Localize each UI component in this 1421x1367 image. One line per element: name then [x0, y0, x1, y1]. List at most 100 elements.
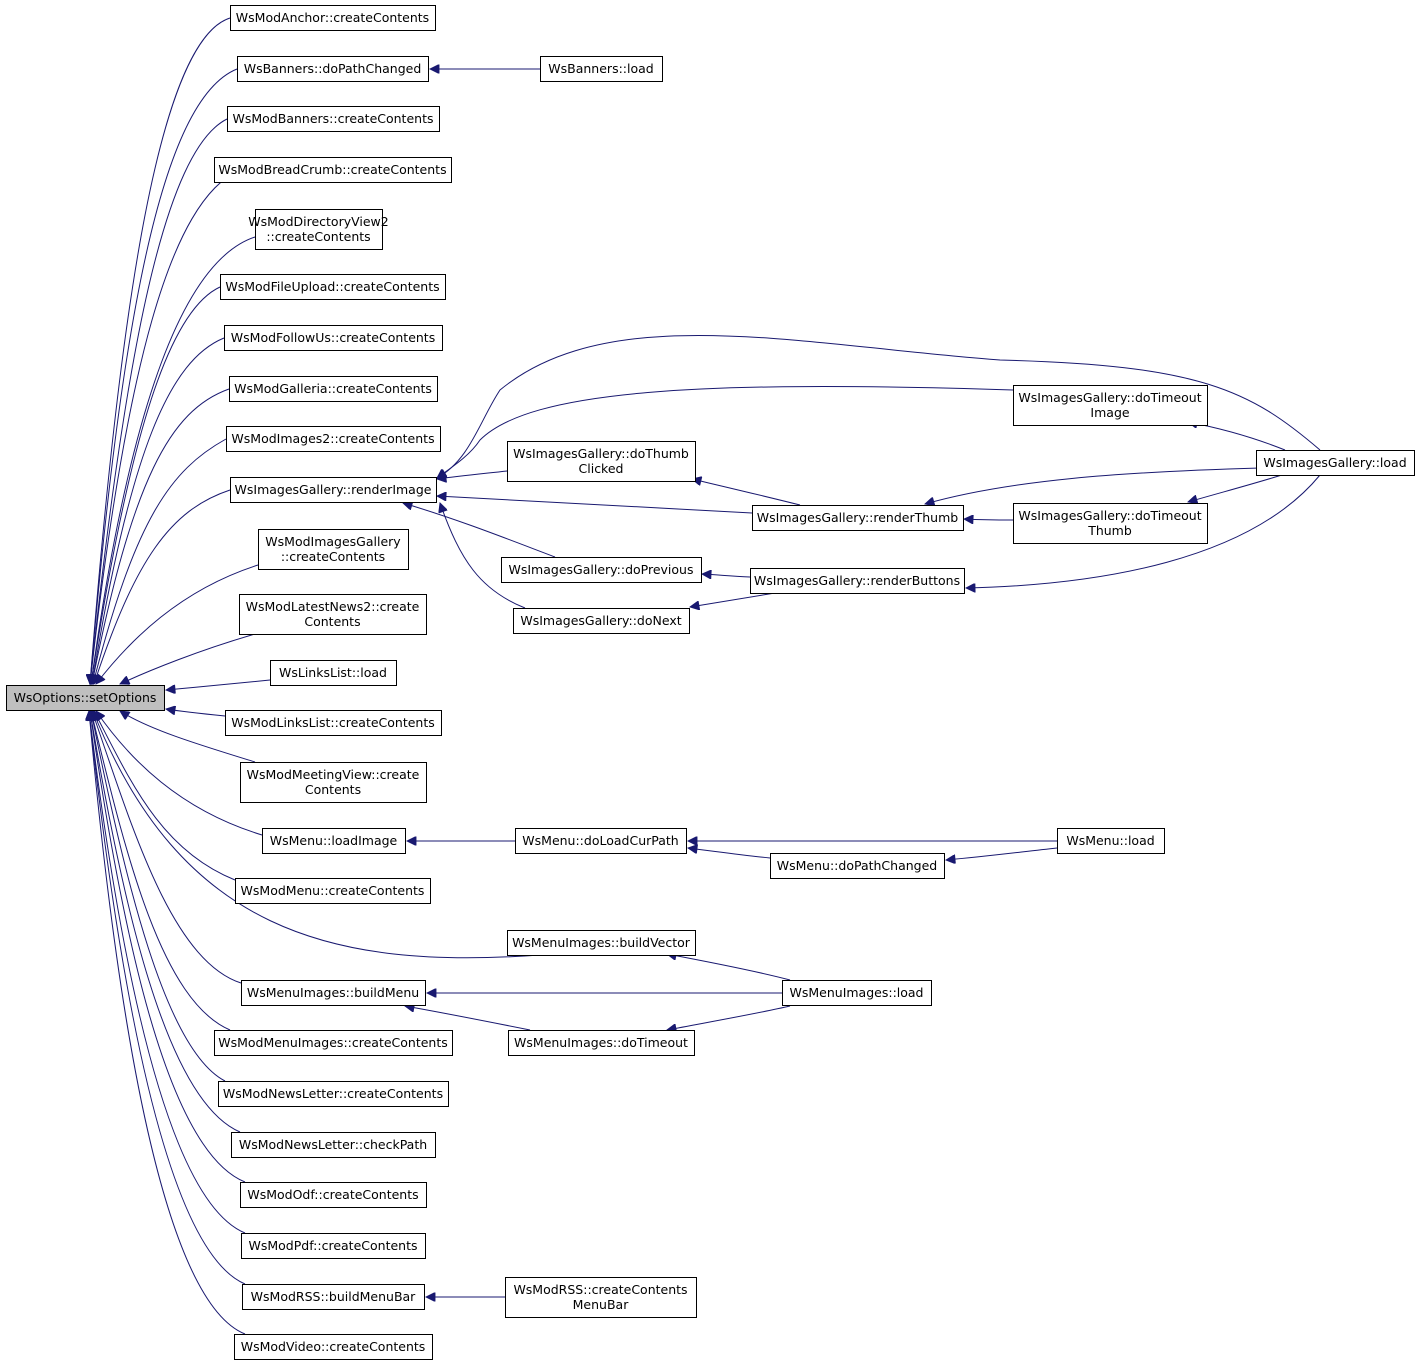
graph-node[interactable]: WsMenu::load	[1057, 828, 1165, 854]
graph-node[interactable]: WsImagesGallery::renderImage	[230, 477, 437, 503]
graph-node[interactable]: WsModLatestNews2::createContents	[239, 594, 427, 635]
node-label: WsModOdf::createContents	[247, 1187, 418, 1202]
node-box	[218, 1081, 449, 1107]
graph-node[interactable]: WsModNewsLetter::checkPath	[231, 1132, 436, 1158]
node-box	[1256, 450, 1415, 476]
graph-node[interactable]: WsModFileUpload::createContents	[220, 274, 446, 300]
node-label: WsModAnchor::createContents	[236, 10, 429, 25]
graph-node[interactable]: WsModPdf::createContents	[241, 1233, 426, 1259]
graph-node[interactable]: WsMenuImages::doTimeout	[508, 1030, 695, 1056]
call-edge	[1188, 473, 1286, 502]
node-box	[270, 660, 397, 686]
call-edge	[966, 474, 1321, 588]
node-box	[214, 1030, 453, 1056]
graph-node[interactable]: WsModMeetingView::createContents	[240, 762, 427, 803]
node-box	[230, 477, 437, 503]
graph-node[interactable]: WsImagesGallery::renderThumb	[752, 505, 964, 531]
call-edge	[166, 709, 226, 717]
graph-node[interactable]: WsModDirectoryView2::createContents	[248, 209, 389, 250]
node-box	[513, 608, 690, 634]
call-edge	[92, 337, 225, 684]
call-edge	[440, 503, 526, 609]
call-edge	[690, 592, 776, 607]
node-box	[241, 980, 426, 1006]
graph-node[interactable]: WsMenu::doPathChanged	[770, 853, 945, 879]
graph-node[interactable]: WsMenu::loadImage	[262, 828, 406, 854]
call-edge	[92, 388, 230, 684]
graph-node[interactable]: WsModMenu::createContents	[235, 878, 431, 904]
node-box	[225, 710, 442, 736]
node-box	[255, 209, 383, 250]
graph-node[interactable]: WsMenuImages::load	[782, 980, 932, 1006]
node-label: Contents	[304, 614, 360, 629]
call-edge	[91, 711, 226, 1082]
node-label: Clicked	[579, 461, 624, 476]
call-edge	[405, 1006, 531, 1031]
call-edge	[91, 711, 231, 1031]
graph-node[interactable]: WsModOdf::createContents	[240, 1182, 427, 1208]
graph-node[interactable]: WsImagesGallery::doNext	[513, 608, 690, 634]
node-label: WsImagesGallery::doTimeout	[1018, 508, 1201, 523]
node-label: WsImagesGallery::doPrevious	[509, 562, 694, 577]
graph-node[interactable]: WsMenu::doLoadCurPath	[515, 828, 687, 854]
graph-node[interactable]: WsImagesGallery::load	[1256, 450, 1415, 476]
call-edge	[437, 386, 1014, 478]
graph-node[interactable]: WsModRSS::buildMenuBar	[242, 1284, 425, 1310]
graph-node[interactable]: WsModImages2::createContents	[226, 426, 441, 452]
root-node[interactable]: WsOptions::setOptions	[6, 685, 165, 711]
node-box	[540, 56, 663, 82]
node-box	[6, 685, 165, 711]
node-label: WsModFileUpload::createContents	[225, 279, 439, 294]
node-box	[231, 1132, 436, 1158]
node-label: WsMenuImages::buildVector	[512, 935, 691, 950]
graph-node[interactable]: WsModBanners::createContents	[227, 106, 440, 132]
graph-node[interactable]: WsLinksList::load	[270, 660, 397, 686]
graph-node[interactable]: WsModImagesGallery::createContents	[258, 529, 409, 570]
graph-node[interactable]: WsModMenuImages::createContents	[214, 1030, 453, 1056]
graph-node[interactable]: WsModNewsLetter::createContents	[218, 1081, 449, 1107]
node-label: Contents	[305, 782, 361, 797]
graph-node[interactable]: WsModFollowUs::createContents	[224, 325, 443, 351]
call-edge	[692, 479, 801, 506]
node-box	[507, 930, 696, 956]
node-label: WsLinksList::load	[279, 665, 387, 680]
graph-node[interactable]: WsModGalleria::createContents	[229, 376, 438, 402]
graph-node[interactable]: WsMenuImages::buildVector	[507, 930, 696, 956]
node-box	[239, 594, 427, 635]
call-edge	[94, 711, 236, 881]
graph-node[interactable]: WsImagesGallery::renderButtons	[750, 568, 965, 594]
node-box	[237, 56, 429, 82]
graph-node[interactable]: WsImagesGallery::doPrevious	[501, 557, 702, 583]
call-nodes: WsOptions::setOptions WsModAnchor::create…	[6, 5, 1415, 1360]
call-edge	[90, 68, 238, 684]
node-label: WsModRSS::createContents	[513, 1282, 687, 1297]
call-edge	[667, 954, 791, 981]
node-box	[235, 878, 431, 904]
call-edge	[93, 711, 541, 959]
node-box	[258, 529, 409, 570]
call-edge	[120, 633, 256, 684]
graph-node[interactable]: WsModVideo::createContents	[234, 1334, 433, 1360]
node-box	[224, 325, 443, 351]
node-label: WsImagesGallery::doThumb	[513, 446, 689, 461]
node-label: WsModBanners::createContents	[233, 111, 434, 126]
graph-node[interactable]: WsModAnchor::createContents	[230, 5, 436, 31]
graph-node[interactable]: WsBanners::doPathChanged	[237, 56, 429, 82]
graph-node[interactable]: WsModBreadCrumb::createContents	[214, 157, 452, 183]
graph-node[interactable]: WsBanners::load	[540, 56, 663, 82]
node-label: WsImagesGallery::renderButtons	[754, 573, 960, 588]
node-label: MenuBar	[573, 1297, 630, 1312]
call-edge	[964, 519, 1014, 520]
graph-node[interactable]: WsModLinksList::createContents	[225, 710, 442, 736]
node-box	[230, 5, 436, 31]
call-edge	[437, 334, 1321, 478]
graph-node[interactable]: WsMenuImages::buildMenu	[241, 980, 426, 1006]
node-label: WsImagesGallery::doTimeout	[1018, 390, 1201, 405]
call-edge	[96, 711, 263, 836]
node-label: WsModMenuImages::createContents	[218, 1035, 448, 1050]
node-label: WsBanners::load	[548, 61, 653, 76]
